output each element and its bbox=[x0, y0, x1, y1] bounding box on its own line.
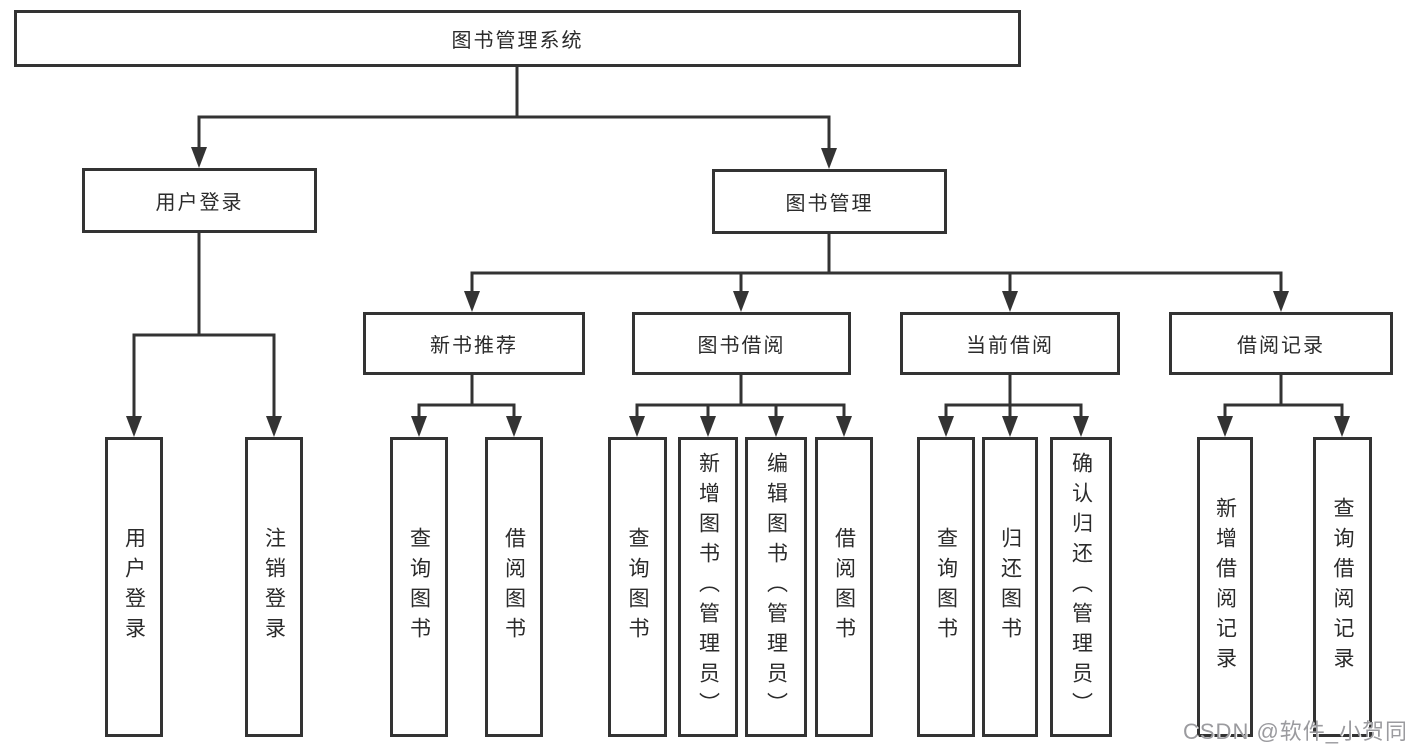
node-book-management-label: 图书管理 bbox=[785, 193, 874, 215]
node-book-management: 图书管理 bbox=[712, 169, 947, 234]
leaf-logout: 注销登录 bbox=[245, 437, 303, 737]
leaf-add-borrow-record: 新增借阅记录 bbox=[1197, 437, 1253, 737]
leaf-query-books-borrowing-label: 查询图书 bbox=[626, 527, 649, 647]
leaf-user-login-label: 用户登录 bbox=[122, 527, 146, 647]
node-new-book-recommend: 新书推荐 bbox=[363, 312, 585, 375]
leaf-edit-books-admin-label: 编辑图书（管理员） bbox=[764, 452, 788, 722]
leaf-add-borrow-record-label: 新增借阅记录 bbox=[1213, 497, 1237, 677]
node-user-login-label: 用户登录 bbox=[155, 192, 244, 214]
leaf-add-books-admin-label: 新增图书（管理员） bbox=[696, 452, 720, 722]
node-borrowing-records: 借阅记录 bbox=[1169, 312, 1393, 375]
leaf-query-books-borrowing: 查询图书 bbox=[608, 437, 667, 737]
leaf-add-books-admin: 新增图书（管理员） bbox=[678, 437, 738, 737]
node-current-borrowing-label: 当前借阅 bbox=[966, 335, 1054, 357]
leaf-borrow-books-recommend: 借阅图书 bbox=[485, 437, 543, 737]
leaf-borrow-books-borrowing-label: 借阅图书 bbox=[832, 527, 856, 647]
node-book-borrowing: 图书借阅 bbox=[632, 312, 851, 375]
leaf-logout-label: 注销登录 bbox=[262, 527, 286, 647]
leaf-query-books-current: 查询图书 bbox=[917, 437, 975, 737]
leaf-borrow-books-borrowing: 借阅图书 bbox=[815, 437, 873, 737]
leaf-return-books: 归还图书 bbox=[982, 437, 1038, 737]
node-user-login: 用户登录 bbox=[82, 168, 317, 233]
leaf-query-borrow-record: 查询借阅记录 bbox=[1313, 437, 1372, 737]
leaf-edit-books-admin: 编辑图书（管理员） bbox=[745, 437, 807, 737]
leaf-borrow-books-recommend-label: 借阅图书 bbox=[502, 527, 526, 647]
node-book-borrowing-label: 图书借阅 bbox=[697, 335, 786, 357]
leaf-query-books-recommend: 查询图书 bbox=[390, 437, 448, 737]
node-current-borrowing: 当前借阅 bbox=[900, 312, 1120, 375]
leaf-user-login: 用户登录 bbox=[105, 437, 163, 737]
leaf-query-borrow-record-label: 查询借阅记录 bbox=[1331, 497, 1354, 677]
leaf-return-books-label: 归还图书 bbox=[998, 527, 1022, 647]
node-new-book-recommend-label: 新书推荐 bbox=[430, 335, 518, 357]
csdn-watermark: CSDN @软件_小贺同学 bbox=[1183, 719, 1405, 744]
leaf-query-books-recommend-label: 查询图书 bbox=[407, 527, 431, 647]
node-borrowing-records-label: 借阅记录 bbox=[1237, 335, 1325, 357]
leaf-confirm-return-admin-label: 确认归还（管理员） bbox=[1069, 452, 1093, 722]
node-root-system: 图书管理系统 bbox=[14, 10, 1021, 67]
node-root-label: 图书管理系统 bbox=[451, 30, 584, 52]
leaf-query-books-current-label: 查询图书 bbox=[934, 527, 958, 647]
leaf-confirm-return-admin: 确认归还（管理员） bbox=[1050, 437, 1112, 737]
